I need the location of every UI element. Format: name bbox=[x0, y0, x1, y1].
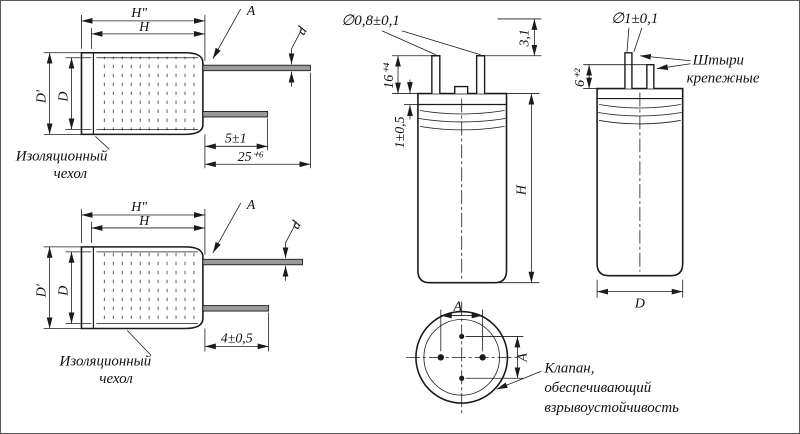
dim-group-a-bottom: A bbox=[212, 198, 256, 254]
dim-lead-dia-label-top: d bbox=[294, 24, 310, 38]
dim-h-label-bottom: H bbox=[138, 214, 150, 229]
dim-group-lead-dia-top: d bbox=[288, 24, 311, 87]
dim-group-length-top: H" H bbox=[81, 6, 206, 61]
dim-case-dia-label-right: D bbox=[634, 297, 645, 312]
dim-h-label-top: H bbox=[138, 20, 150, 35]
pin-diameter-label-right: ∅1±0,1 bbox=[611, 11, 658, 27]
dim-case-dia-label-bottom: D bbox=[57, 286, 72, 297]
dim-pin-tip-label: 3,1 bbox=[517, 29, 532, 47]
pin-diameter-label-center: ∅0,8±0,1 bbox=[341, 13, 400, 29]
pin-right bbox=[475, 55, 486, 94]
dim-pin-height-label-center: 16⁺⁴ bbox=[382, 62, 397, 88]
pin-left bbox=[431, 55, 441, 94]
sleeve-texture bbox=[96, 56, 196, 131]
dim-pin-span-h-label: A bbox=[452, 300, 462, 315]
valve-callout: Клапан, обеспечивающий взрывоустойчивост… bbox=[496, 360, 679, 416]
view-front-right: ∅1±0,1 Штыри крепежные 6⁺² D bbox=[573, 11, 760, 312]
dim-group-collar: 1±0,5 bbox=[393, 79, 418, 148]
dim-group-diameters-bottom: D' D bbox=[35, 246, 92, 329]
dim-h-outer-label-top: H" bbox=[130, 6, 147, 21]
pin-dot-bottom bbox=[459, 375, 465, 381]
sleeve-callout-bottom: Изоляционный чехол bbox=[59, 330, 152, 387]
dim-height-label-center: H bbox=[514, 184, 529, 196]
dim-group-leads-bottom: 4±0,5 bbox=[204, 312, 270, 352]
pins-label-line2: крепежные bbox=[687, 71, 760, 87]
dim-a-label-bottom: A bbox=[246, 198, 256, 213]
dim-collar-label: 1±0,5 bbox=[393, 116, 408, 148]
dim-group-pin-span-h: A bbox=[440, 300, 484, 352]
dim-case-dia-label-top: D bbox=[57, 92, 72, 103]
dim-group-diameters-top: D' D bbox=[35, 52, 92, 135]
dim-pin-height-label-right: 6⁺² bbox=[573, 68, 588, 87]
dim-lead-short-label-top: 5±1 bbox=[225, 131, 247, 146]
dim-lead-dia-label-bottom: d bbox=[288, 218, 304, 232]
sleeve-label-top-line2: чехол bbox=[54, 166, 87, 182]
pin-dot-right bbox=[479, 354, 486, 361]
top-boss bbox=[454, 85, 469, 94]
capacitor-body-front-center bbox=[417, 92, 508, 284]
dim-group-pin-span-v: A bbox=[465, 336, 530, 379]
dim-group-pin-height-center: 16⁺⁴ bbox=[382, 55, 432, 94]
capacitor-body-front-right bbox=[596, 87, 684, 277]
dim-group-lead-dia-bottom: d bbox=[282, 218, 305, 281]
pin-left bbox=[624, 52, 633, 89]
sleeve-label-bottom-line2: чехол bbox=[99, 371, 132, 387]
pins-label-line1: Штыри bbox=[692, 53, 744, 69]
dim-lead-short-label-bottom: 4±0,5 bbox=[221, 331, 253, 346]
view-bottom: A A Клапан, обеспечивающий взрывоустойчи… bbox=[405, 300, 679, 416]
pin-right bbox=[646, 64, 655, 89]
lead-top bbox=[202, 258, 303, 266]
lead-top bbox=[202, 64, 311, 72]
dim-a-label-top: A bbox=[246, 4, 256, 19]
dim-pin-span-v-label: A bbox=[515, 353, 530, 363]
pin-dot-top bbox=[459, 333, 465, 340]
dim-group-a-top: A bbox=[212, 4, 256, 59]
valve-label-line2: обеспечивающий bbox=[544, 380, 651, 396]
dim-group-pin-tip: 3,1 bbox=[485, 18, 542, 57]
lead-bottom bbox=[202, 305, 270, 312]
mounting-pins-callout: Штыри крепежные bbox=[639, 53, 760, 87]
view-side-bottom: H" H A d D' D 4±0,5 bbox=[35, 198, 305, 387]
dim-sleeve-dia-label-bottom: D' bbox=[35, 283, 50, 298]
dim-group-leads-top: 5±1 25⁺⁶ bbox=[204, 72, 311, 169]
dim-h-outer-label-bottom: H" bbox=[130, 200, 147, 215]
dim-group-case-dia-right: D bbox=[596, 279, 684, 312]
valve-label-line3: взрывоустойчивость bbox=[544, 400, 679, 416]
sleeve-label-top-line1: Изоляционный bbox=[15, 148, 108, 164]
dim-group-height-center: H bbox=[496, 93, 540, 284]
valve-label-line1: Клапан, bbox=[543, 360, 594, 376]
dim-lead-long-label-top: 25⁺⁶ bbox=[238, 150, 264, 165]
lead-bottom bbox=[202, 111, 269, 118]
sleeve-texture bbox=[96, 250, 196, 325]
dim-group-length-bottom: H" H bbox=[81, 200, 206, 255]
view-front-center: ∅0,8±0,1 3,1 16⁺⁴ 1± bbox=[341, 13, 542, 284]
dim-sleeve-dia-label-top: D' bbox=[35, 89, 50, 104]
dim-group-pin-height-right: 6⁺² bbox=[573, 64, 647, 89]
pin-dot-left bbox=[437, 354, 444, 361]
sleeve-label-bottom-line1: Изоляционный bbox=[59, 353, 152, 369]
sleeve-callout-top: Изоляционный чехол bbox=[15, 136, 110, 182]
view-side-top: H" H A d D' D bbox=[15, 4, 311, 182]
